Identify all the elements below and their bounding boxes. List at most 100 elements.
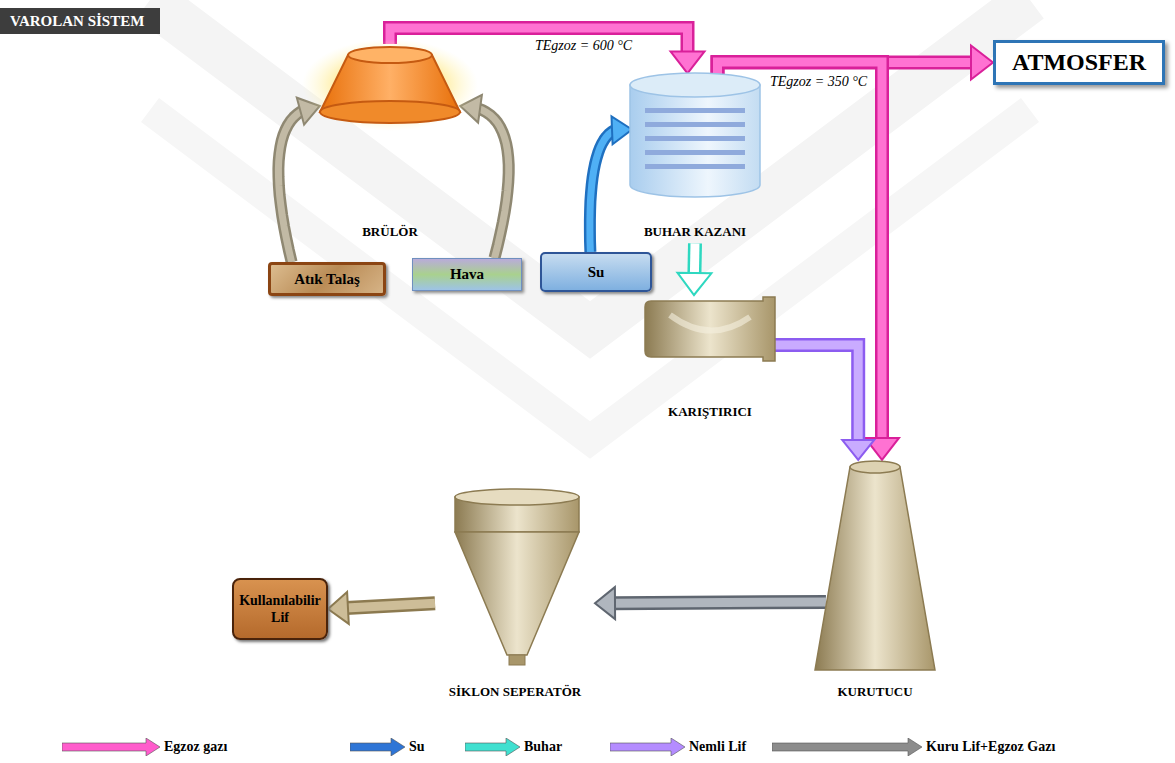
arrow-shaft-outline [687, 243, 702, 275]
arrow-head [328, 592, 349, 624]
cyclone-part [509, 655, 525, 665]
legend-text: Kuru Lif+Egzoz Gazı [926, 739, 1055, 755]
temperature-label: TEgzoz = 600 °C [535, 38, 632, 53]
box-label: Kullanılabilir Lif [238, 592, 322, 626]
atmosphere-box: ATMOSFER [993, 40, 1165, 85]
legend-text: Su [409, 739, 425, 755]
dryer-part [850, 461, 900, 473]
arrow-shaft-outline [346, 603, 435, 608]
arrow-shaft [613, 602, 826, 603]
legend-swatch [465, 738, 520, 756]
legend-arrow [62, 738, 160, 756]
shape-label: BUHAR KAZANI [644, 224, 746, 240]
arrow-shaft [278, 111, 302, 262]
legend-arrow [350, 738, 405, 756]
temperature-label-box: TEgzoz = 600 °C [535, 36, 632, 54]
title-text: VAROLAN SİSTEM [10, 13, 144, 29]
input-box: Atık Talaş [268, 262, 386, 296]
legend-item: Kuru Lif+Egzoz Gazı [772, 738, 1055, 756]
box-label: Su [588, 264, 605, 281]
legend-item: Egzoz gazı [62, 738, 227, 756]
legend-text: Buhar [524, 739, 562, 755]
legend-arrow [465, 738, 520, 756]
boiler-part [630, 85, 760, 197]
shape-label: BRÜLÖR [362, 224, 418, 240]
legend-text: Nemli Lif [689, 739, 746, 755]
output-box: Kullanılabilir Lif [232, 578, 328, 640]
arrow-shaft-outline [613, 602, 826, 603]
flow-arrow [590, 116, 632, 252]
boiler-part [645, 136, 745, 141]
steam-boiler: BUHAR KAZANI [620, 70, 770, 240]
arrow-shaft-outline [278, 111, 302, 262]
legend-item: Buhar [465, 738, 562, 756]
boiler-part [645, 122, 745, 127]
burner-part [302, 40, 478, 131]
boiler-part [645, 150, 745, 155]
box-label: Atık Talaş [294, 271, 359, 288]
arrow-shaft [346, 603, 435, 608]
input-box: Su [540, 252, 652, 292]
legend-text: Egzoz gazı [164, 739, 227, 755]
burner: BRÜLÖR [300, 40, 480, 240]
flow-arrow [595, 587, 826, 619]
arrow-shaft [478, 109, 509, 259]
mixer-part [670, 315, 750, 331]
legend-swatch [772, 738, 922, 756]
shape-label: SİKLON SEPERATÖR [449, 684, 581, 700]
temperature-label: TEgzoz = 350 °C [770, 74, 867, 89]
flow-arrow [328, 592, 435, 624]
arrow-head [671, 51, 705, 73]
watermark-chevron [150, 0, 1030, 330]
mixer-part [645, 297, 775, 361]
arrow-head [842, 440, 874, 460]
arrow-shaft-outline [478, 109, 509, 259]
box-label: Hava [450, 266, 484, 283]
dryer-shape [805, 455, 945, 700]
flow-arrow [278, 98, 319, 262]
arrow-shaft-outline [590, 130, 615, 252]
burner-shape [300, 40, 480, 240]
legend-swatch [62, 738, 160, 756]
boiler-part [645, 108, 745, 113]
shape-label: KURUTUCU [837, 684, 912, 700]
legend-item: Su [350, 738, 425, 756]
box-label: ATMOSFER [1012, 49, 1146, 76]
boiler-shape [620, 70, 770, 240]
arrow-shaft [590, 130, 615, 252]
boiler-part [630, 73, 760, 97]
legend-arrow [772, 738, 922, 756]
cyclone-part [455, 489, 579, 505]
cyclone-part [455, 532, 579, 655]
flow-arrow [775, 345, 874, 460]
cyclone-separator: SİKLON SEPERATÖR [435, 485, 595, 700]
dryer: KURUTUCU [805, 455, 945, 700]
arrow-head [971, 46, 993, 80]
arrow-shaft [775, 345, 858, 442]
legend-item: Nemli Lif [610, 738, 746, 756]
shape-label: KARIŞTIRICI [668, 404, 752, 420]
title-box: VAROLAN SİSTEM [0, 8, 160, 34]
flow-arrow [460, 95, 509, 258]
watermark-chevron [150, 110, 1030, 440]
temperature-label-box: TEgzoz = 350 °C [770, 72, 867, 90]
cyclone-shape [435, 485, 595, 700]
arrow-head [677, 273, 711, 295]
mixer: KARIŞTIRICI [630, 295, 790, 420]
boiler-part [645, 164, 745, 169]
arrow-head [612, 116, 633, 144]
input-box: Hava [412, 258, 522, 291]
legend-swatch [350, 738, 405, 756]
legend-arrow [610, 738, 685, 756]
dryer-part [815, 467, 935, 670]
arrow-shaft-outline [775, 345, 858, 442]
burner-part [348, 47, 432, 63]
mixer-shape [630, 295, 790, 420]
legend-swatch [610, 738, 685, 756]
flow-arrow [677, 243, 711, 295]
arrow-head [595, 587, 615, 619]
burner-part [320, 101, 460, 123]
